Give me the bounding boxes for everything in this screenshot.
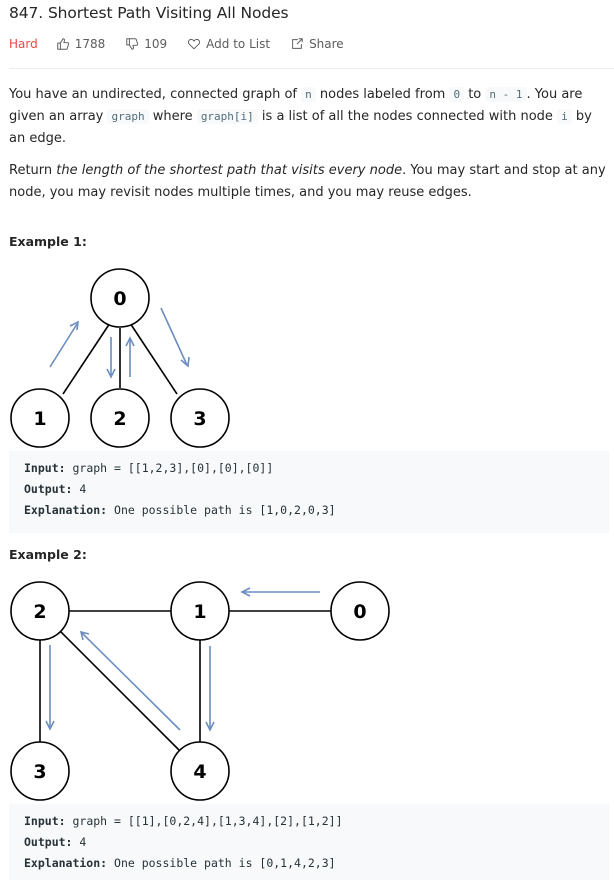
graph-node: 2: [90, 388, 150, 448]
output-label: Output:: [24, 482, 73, 496]
inline-code: graph[i]: [196, 109, 258, 124]
text: . You may start and stop at any node, yo…: [9, 163, 606, 200]
arrow-head: [180, 356, 190, 368]
arrow-head: [106, 368, 116, 379]
thumbs-down-icon: [126, 38, 139, 50]
input-label: Input:: [24, 814, 66, 828]
inline-code: 0: [449, 87, 465, 102]
difficulty-label: Hard: [9, 37, 38, 51]
text: is a list of all the nodes connected wit…: [257, 109, 558, 124]
problem-meta-bar: Hard 1788 109 Add to List Share: [9, 37, 364, 51]
emphasis-text: the length of the shortest path that vis…: [56, 163, 403, 178]
explanation-label: Explanation:: [24, 503, 108, 517]
node-label: 1: [33, 408, 46, 430]
like-count: 1788: [74, 37, 106, 51]
edge-0-1: [62, 322, 111, 395]
node-label: 0: [353, 601, 366, 623]
input-value: graph = [[1,2,3],[0],[0],[0]]: [65, 461, 274, 475]
node-label: 4: [193, 761, 206, 783]
arrow-head: [125, 336, 135, 347]
share-icon: [292, 38, 303, 49]
example-1-title: Example 1:: [9, 234, 87, 249]
arrow-head: [79, 630, 90, 641]
node-label: 2: [33, 601, 46, 623]
header-divider: [9, 68, 614, 69]
output-label: Output:: [24, 835, 73, 849]
path-arrow: [81, 632, 181, 731]
input-label: Input:: [24, 461, 66, 475]
example-2-graph: 2 1 0 3 4: [10, 581, 390, 801]
text: . You are given an array: [9, 87, 583, 124]
input-line: Input: graph = [[1],[0,2,4],[1,3,4],[2],…: [24, 811, 609, 832]
text: where: [148, 109, 197, 124]
node-label: 0: [113, 288, 126, 310]
example-1-graph: 0 1 2 3: [10, 268, 230, 448]
inline-code: graph: [107, 109, 149, 124]
problem-title: 847. Shortest Path Visiting All Nodes: [9, 4, 289, 22]
input-value: graph = [[1],[0,2,4],[1,3,4],[2],[1,2]]: [65, 814, 343, 828]
graph-node: 0: [330, 581, 390, 641]
add-to-list-button[interactable]: Add to List: [187, 37, 270, 51]
output-value: 4: [72, 482, 87, 496]
node-label: 3: [193, 408, 206, 430]
description-paragraph-2: Return the length of the shortest path t…: [9, 160, 609, 204]
arrow-head: [69, 320, 79, 331]
graph-node: 3: [170, 388, 230, 448]
explanation-value: One possible path is [1,0,2,0,3]: [107, 503, 336, 517]
node-label: 1: [193, 601, 206, 623]
dislike-button[interactable]: 109: [125, 37, 167, 51]
example-1-code-block: Input: graph = [[1,2,3],[0],[0],[0]] Out…: [9, 451, 609, 533]
explanation-line: Explanation: One possible path is [1,0,2…: [24, 500, 609, 521]
node-label: 2: [113, 408, 126, 430]
output-value: 4: [72, 835, 87, 849]
output-line: Output: 4: [24, 479, 609, 500]
edge-0-3: [129, 322, 178, 395]
explanation-value: One possible path is [0,1,4,2,3]: [107, 856, 336, 870]
text: nodes labeled from: [315, 87, 450, 102]
problem-description: You have an undirected, connected graph …: [9, 84, 609, 214]
thumbs-up-icon: [56, 38, 69, 50]
text: You have an undirected, connected graph …: [9, 87, 302, 102]
inline-code: i: [557, 109, 572, 124]
input-line: Input: graph = [[1,2,3],[0],[0],[0]]: [24, 458, 609, 479]
graph-node: 2: [10, 581, 70, 641]
share-label: Share: [309, 37, 344, 51]
explanation-line: Explanation: One possible path is [0,1,4…: [24, 853, 609, 874]
output-line: Output: 4: [24, 832, 609, 853]
path-arrow: [49, 323, 78, 368]
explanation-label: Explanation:: [24, 856, 108, 870]
edge-2-4: [60, 631, 180, 751]
add-to-list-label: Add to List: [206, 37, 271, 51]
inline-code: n: [301, 87, 316, 102]
arrow-head: [205, 721, 215, 732]
text: to: [464, 87, 486, 102]
graph-node: 4: [170, 741, 230, 801]
text: by an edge.: [9, 109, 592, 146]
dislike-count: 109: [144, 37, 168, 51]
node-label: 3: [33, 761, 46, 783]
path-arrow: [160, 307, 188, 366]
graph-node: 3: [10, 741, 70, 801]
inline-code: n - 1: [485, 87, 527, 102]
example-2-code-block: Input: graph = [[1],[0,2,4],[1,3,4],[2],…: [9, 804, 609, 880]
graph-node: 1: [10, 388, 70, 448]
arrow-head: [240, 587, 251, 597]
example-2-title: Example 2:: [9, 547, 87, 562]
arrow-head: [45, 720, 55, 731]
description-paragraph-1: You have an undirected, connected graph …: [9, 84, 609, 150]
graph-node: 0: [90, 268, 150, 328]
like-button[interactable]: 1788: [56, 37, 106, 51]
text: Return: [9, 163, 57, 178]
heart-icon: [188, 38, 201, 50]
share-button[interactable]: Share: [290, 37, 344, 51]
graph-node: 1: [170, 581, 230, 641]
